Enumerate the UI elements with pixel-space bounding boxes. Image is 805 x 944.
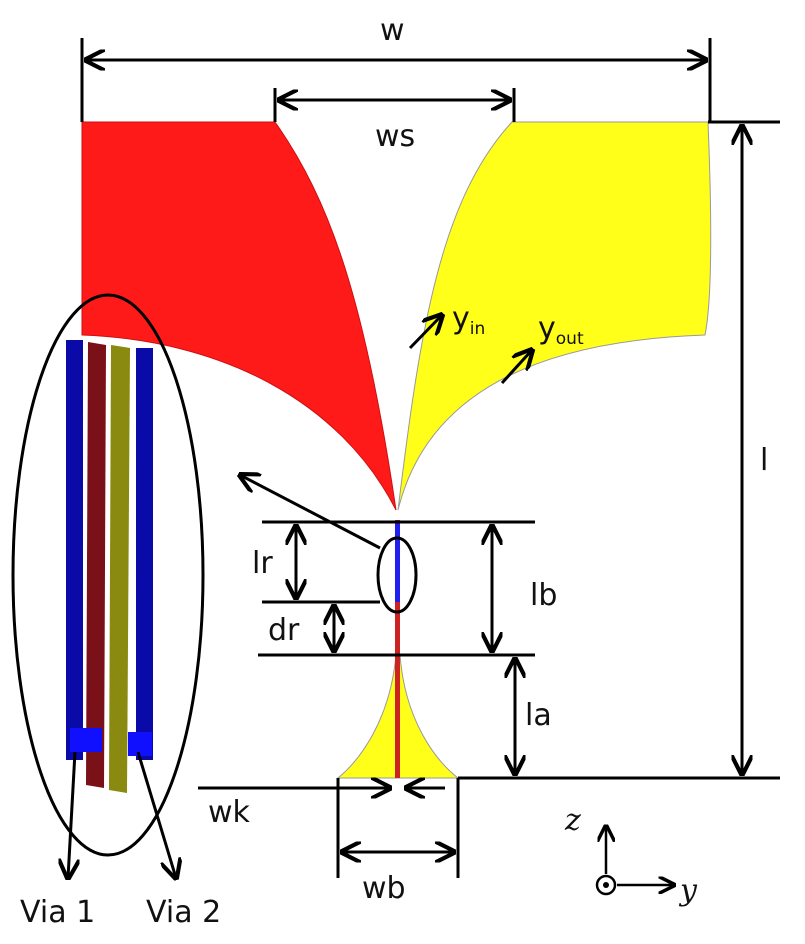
via-pad-2 [128, 732, 152, 756]
inset-ellipse [11, 293, 205, 857]
label-lb: lb [530, 578, 557, 613]
label-axis-z: z [564, 803, 581, 838]
via2-arrow [136, 751, 176, 878]
label-ws: ws [375, 119, 415, 154]
label-yin: yin [452, 301, 485, 339]
via-bar-blue-right [136, 348, 153, 760]
label-via2: Via 2 [146, 895, 221, 930]
zoom-arrow [240, 475, 381, 550]
left-flare-arm [81, 121, 397, 511]
zoom-ellipse-small [376, 536, 418, 614]
yin-arrow [408, 315, 442, 350]
label-dr: dr [268, 613, 300, 648]
label-lr: lr [252, 546, 273, 581]
feed-strip-blue [395, 522, 400, 602]
feed-strip [395, 520, 400, 778]
right-flare-arm [397, 121, 712, 511]
label-yout: yout [538, 311, 584, 349]
label-la: la [525, 698, 552, 733]
axis-origin-dot [603, 882, 609, 888]
via-pad-1 [70, 728, 102, 752]
label-axis-y: y [678, 873, 698, 908]
label-via1: Via 1 [20, 895, 95, 930]
label-w: w [380, 13, 405, 48]
yout-arrow [500, 350, 532, 385]
via1-arrow [68, 751, 75, 878]
label-wk: wk [208, 795, 251, 830]
via-bar-darkred [86, 342, 106, 788]
via-bar-olive [109, 345, 130, 793]
label-l: l [760, 443, 768, 478]
axis-x-out-of-page-icon [595, 874, 617, 896]
label-wb: wb [362, 871, 406, 906]
via-bar-blue-left [66, 340, 83, 760]
